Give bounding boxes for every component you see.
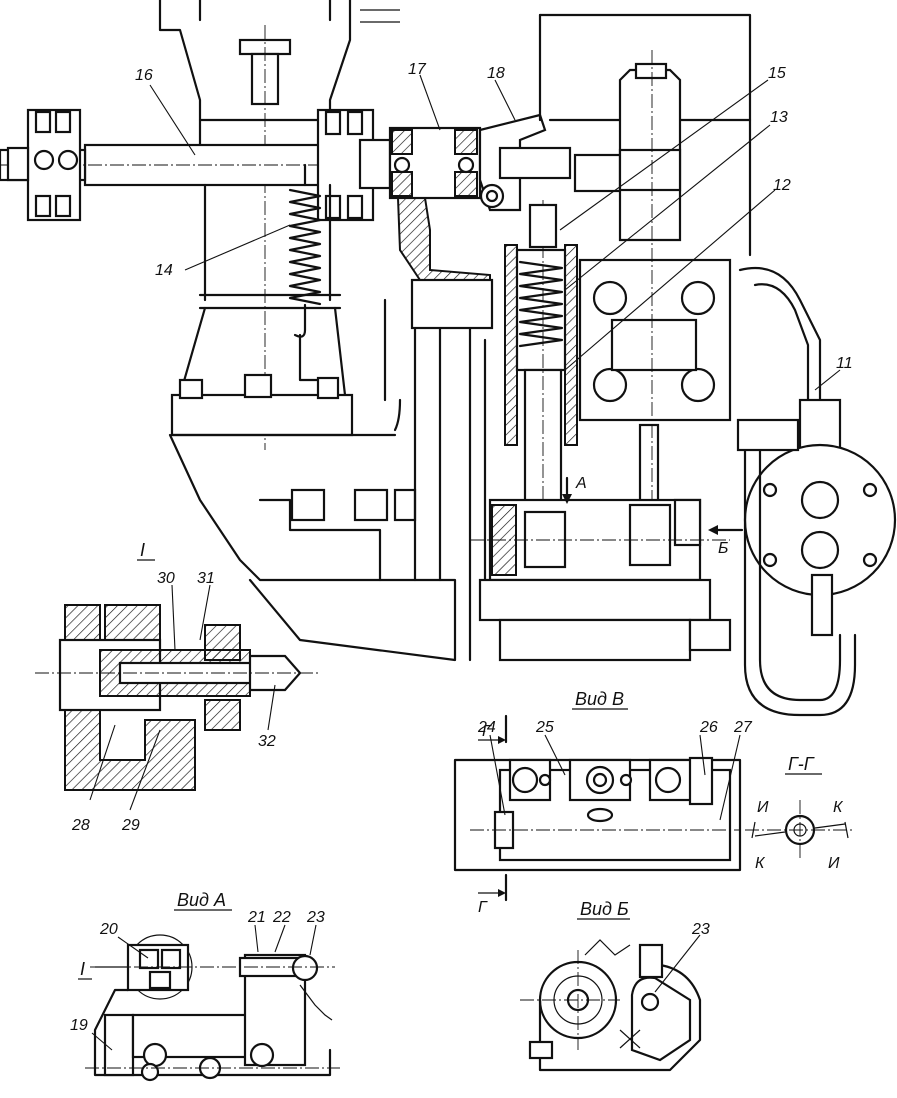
callout-16: 16 xyxy=(135,67,153,84)
callout-12: 12 xyxy=(773,177,791,194)
spring-cylinder-15 xyxy=(504,200,578,540)
callout-19: 19 xyxy=(70,1017,88,1034)
section-G-G: Г-Г И К К И xyxy=(745,754,855,872)
view-B-title: Вид Б xyxy=(580,899,629,919)
callout-27: 27 xyxy=(733,719,753,736)
right-flange-coupling xyxy=(316,108,392,222)
section-GG-title: Г-Г xyxy=(788,754,815,774)
callout-18: 18 xyxy=(487,65,505,82)
callout-26: 26 xyxy=(699,719,718,736)
detail-I-mark: I xyxy=(80,959,85,979)
pipe-and-gauge-11 xyxy=(736,266,897,717)
callout-15: 15 xyxy=(768,65,786,82)
callout-20: 20 xyxy=(99,921,118,938)
callout-13: 13 xyxy=(770,109,788,126)
view-V: Вид В Г Г xyxy=(453,689,742,916)
callout-32: 32 xyxy=(258,733,276,750)
cut-G-bottom-label: Г xyxy=(478,899,488,916)
callout-11: 11 xyxy=(836,355,853,372)
bearing-housing-17 xyxy=(388,126,491,301)
main-assembly-view: А Б xyxy=(0,0,897,717)
lower-shaft-assembly xyxy=(470,498,732,662)
callout-22: 22 xyxy=(272,909,291,926)
callout-21: 21 xyxy=(247,909,266,926)
callout-30: 30 xyxy=(157,570,175,587)
callout-28: 28 xyxy=(71,817,90,834)
mark-I-left: И xyxy=(757,799,769,816)
callout-24: 24 xyxy=(477,719,496,736)
view-V-title: Вид В xyxy=(575,689,624,709)
view-B: Вид Б xyxy=(520,899,702,1072)
arrow-B-label: Б xyxy=(718,540,728,557)
callout-31: 31 xyxy=(197,570,215,587)
callout-23-view-B: 23 xyxy=(691,921,710,938)
view-A-title: Вид А xyxy=(177,890,226,910)
mark-I-right: И xyxy=(828,855,840,872)
callout-25: 25 xyxy=(535,719,554,736)
left-flange-coupling xyxy=(6,108,82,222)
detail-I-title: I xyxy=(140,540,145,560)
spring-14 xyxy=(288,163,322,382)
callout-14: 14 xyxy=(155,262,173,279)
callout-29: 29 xyxy=(121,817,140,834)
callout-23: 23 xyxy=(306,909,325,926)
detail-I-view: I xyxy=(35,540,320,811)
arrow-A-label: А xyxy=(575,475,587,492)
view-A: Вид А I xyxy=(78,890,340,1082)
cut-G-top-label: Г xyxy=(482,723,492,740)
mark-K-right: К xyxy=(833,799,844,816)
callout-17: 17 xyxy=(408,61,427,78)
mark-K-left: К xyxy=(755,855,766,872)
